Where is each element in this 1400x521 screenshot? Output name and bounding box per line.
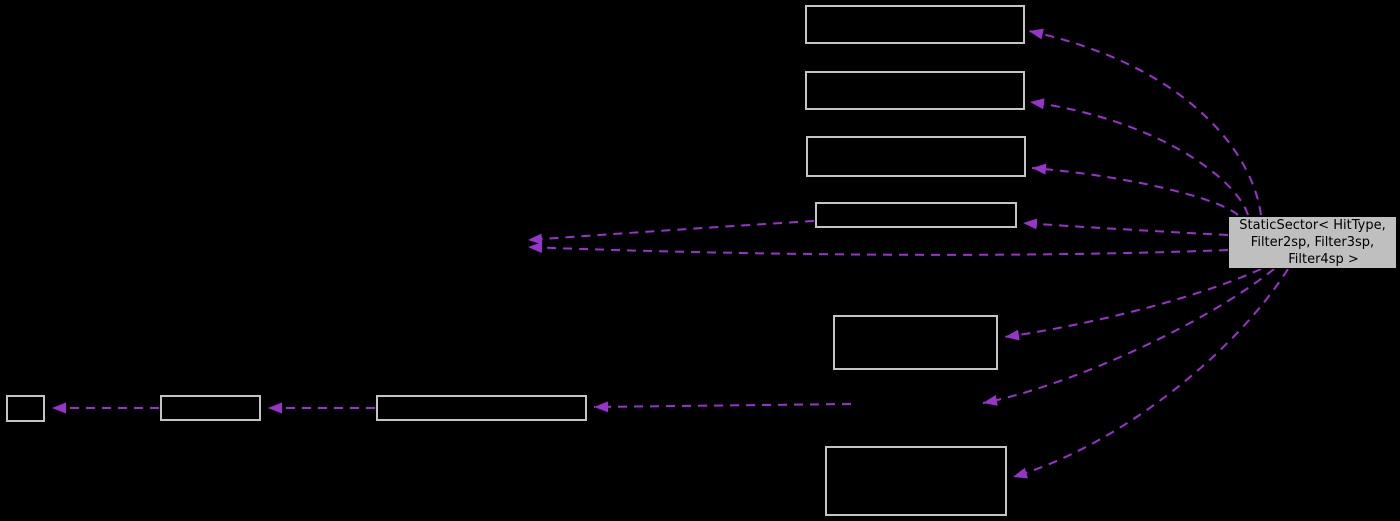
edge-hidden-2-to-wide [593, 401, 852, 413]
node-chain-mid[interactable] [160, 395, 261, 421]
node-bottom[interactable] [825, 446, 1007, 516]
main-class-label-line2: Filter2sp, Filter3sp, [1250, 235, 1375, 250]
main-class-label-line1: StaticSector< HitType, [1239, 218, 1386, 233]
edge-main-to-bottom [1012, 268, 1289, 479]
main-class-node: StaticSector< HitType, Filter2sp, Filter… [1228, 216, 1397, 269]
node-top-3[interactable] [806, 136, 1026, 177]
edge-main-to-top-4 [1022, 218, 1229, 236]
node-top-2[interactable] [805, 71, 1025, 110]
edge-main-to-mid [1004, 268, 1262, 341]
edge-main-to-top-1 [1028, 28, 1262, 216]
node-top-4[interactable] [815, 202, 1017, 228]
node-chain-wide[interactable] [376, 395, 587, 421]
node-mid[interactable] [833, 315, 998, 370]
node-top-1[interactable] [805, 5, 1025, 44]
edge-main-to-hidden-2 [982, 268, 1275, 406]
edge-main-to-hidden-1 [527, 242, 1229, 256]
edge-main-to-top-2 [1029, 98, 1249, 216]
edge-top-4-to-hidden-1 [527, 220, 815, 245]
edge-main-to-top-3 [1031, 163, 1239, 216]
main-class-label-line3: Filter4sp > [1288, 252, 1359, 267]
node-chain-left[interactable] [6, 395, 45, 422]
